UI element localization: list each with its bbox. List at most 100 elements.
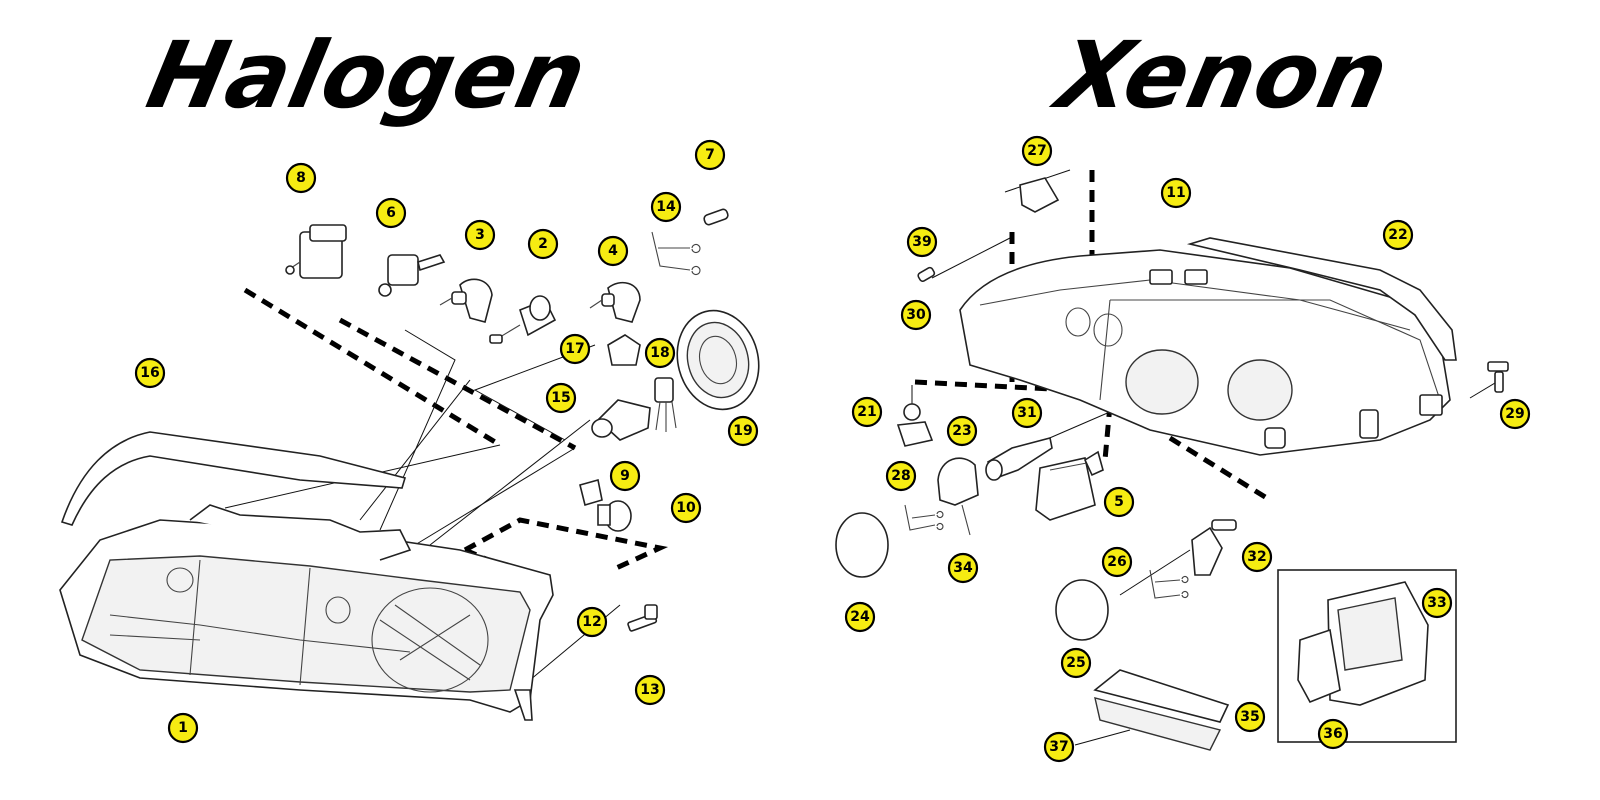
- callout-12: 12: [576, 606, 608, 638]
- control-module: [1297, 581, 1429, 706]
- svg-text:25: 25: [1066, 655, 1085, 671]
- leader-line: [409, 447, 576, 549]
- svg-text:22: 22: [1388, 227, 1407, 243]
- xenon-bulb: [985, 437, 1053, 481]
- housing-tab: [1264, 427, 1286, 449]
- retaining-clip: [904, 504, 944, 531]
- bulb-holder: [896, 403, 934, 447]
- screw: [1487, 361, 1509, 393]
- housing-detail: [1099, 299, 1441, 401]
- xenon-trim-strip: [1186, 237, 1457, 361]
- callout-29: 29: [1499, 398, 1531, 430]
- callout-27: 27: [1021, 135, 1053, 167]
- leader-line: [529, 604, 621, 681]
- screw: [627, 604, 658, 632]
- svg-text:8: 8: [296, 170, 306, 186]
- callout-37: 37: [1043, 731, 1075, 763]
- lens-grid: [109, 614, 411, 653]
- svg-text:6: 6: [386, 205, 396, 221]
- headlamp-lens: [81, 555, 531, 693]
- svg-text:24: 24: [850, 609, 870, 625]
- svg-text:2: 2: [538, 236, 548, 252]
- svg-text:31: 31: [1017, 405, 1036, 421]
- igniter-cap: [937, 457, 979, 506]
- dash-line: [1102, 404, 1113, 461]
- callout-9: 9: [609, 460, 641, 492]
- callout-25: 25: [1060, 647, 1092, 679]
- svg-text:29: 29: [1505, 406, 1524, 422]
- retaining-clip: [651, 231, 701, 275]
- leader-line: [473, 344, 596, 441]
- callout-10: 10: [670, 492, 702, 524]
- housing-tab: [1419, 394, 1443, 416]
- callout-36: 36: [1317, 718, 1349, 750]
- housing-tab: [1184, 269, 1208, 285]
- svg-text:21: 21: [857, 404, 876, 420]
- housing-tab: [1359, 409, 1379, 439]
- filter-pad: [1093, 669, 1230, 751]
- lens-ring: [325, 596, 351, 624]
- svg-text:7: 7: [705, 147, 715, 163]
- callout-3: 3: [464, 219, 496, 251]
- dash-line: [243, 287, 502, 448]
- headlamp-bracket: [513, 689, 533, 721]
- svg-text:36: 36: [1323, 726, 1342, 742]
- callout-21: 21: [851, 396, 883, 428]
- callout-24: 24: [844, 601, 876, 633]
- callout-16: 16: [134, 357, 166, 389]
- svg-text:33: 33: [1427, 595, 1446, 611]
- callout-7: 7: [694, 139, 726, 171]
- svg-text:26: 26: [1107, 554, 1126, 570]
- svg-text:14: 14: [656, 199, 676, 215]
- leader-line: [359, 379, 471, 521]
- svg-text:9: 9: [620, 468, 630, 484]
- callout-11: 11: [1160, 177, 1192, 209]
- svg-text:1: 1: [178, 720, 188, 736]
- svg-text:3: 3: [475, 227, 485, 243]
- projector-ring: [1227, 359, 1293, 421]
- headlamp-mount: [189, 504, 412, 561]
- leader-line: [1119, 549, 1191, 596]
- svg-text:13: 13: [640, 682, 659, 698]
- bulb: [591, 399, 651, 441]
- callout-2: 2: [527, 228, 559, 260]
- leader-line: [379, 329, 456, 531]
- svg-text:10: 10: [676, 500, 696, 516]
- callout-22: 22: [1382, 219, 1414, 251]
- projector-ring: [1125, 349, 1199, 415]
- callout-18: 18: [644, 337, 676, 369]
- bulb-holder: [607, 334, 641, 366]
- callout-34: 34: [947, 552, 979, 584]
- connector: [654, 377, 677, 432]
- lens-grid: [379, 604, 481, 681]
- svg-text:4: 4: [608, 243, 618, 259]
- side-bulb: [579, 478, 632, 532]
- svg-text:30: 30: [906, 307, 926, 323]
- trim-strip: [60, 431, 407, 526]
- svg-text:17: 17: [565, 341, 584, 357]
- halogen-assembly: [59, 208, 760, 721]
- cap: [1019, 177, 1060, 213]
- dust-cover: [676, 309, 760, 411]
- callout-14: 14: [650, 191, 682, 223]
- xenon-housing: [959, 249, 1451, 456]
- callout-28: 28: [885, 460, 917, 492]
- svg-text:27: 27: [1027, 143, 1046, 159]
- ballast: [1035, 450, 1104, 521]
- svg-text:18: 18: [650, 345, 669, 361]
- callout-19: 19: [727, 415, 759, 447]
- lens-divider: [189, 559, 311, 686]
- housing-port: [1093, 313, 1123, 347]
- svg-text:35: 35: [1240, 709, 1259, 725]
- leader-line: [429, 419, 591, 546]
- leader-line: [931, 237, 1011, 279]
- housing-port: [1065, 307, 1091, 337]
- bulb: [1191, 519, 1237, 576]
- small-bulb: [703, 208, 729, 226]
- callout-17: 17: [559, 333, 591, 365]
- svg-text:15: 15: [551, 390, 570, 406]
- actuator: [378, 254, 446, 297]
- dust-cover: [835, 512, 889, 578]
- callout-5: 5: [1103, 486, 1135, 518]
